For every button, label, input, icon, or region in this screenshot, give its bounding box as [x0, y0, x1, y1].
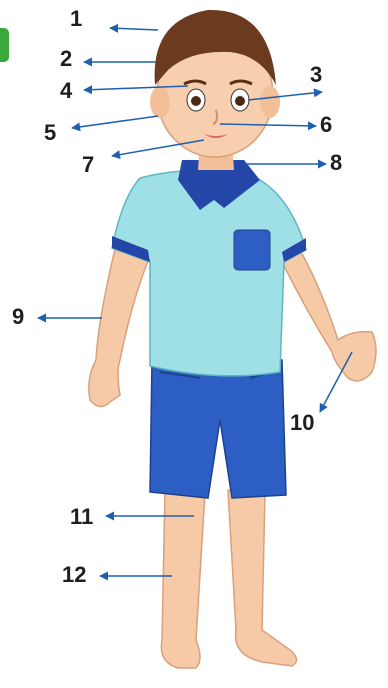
label-arm: 9	[12, 306, 24, 328]
pointer-1	[110, 28, 158, 30]
label-hand: 10	[290, 412, 314, 434]
label-eye: 3	[310, 64, 322, 86]
label-nose: 6	[320, 114, 332, 136]
label-ear: 5	[44, 122, 56, 144]
shorts	[150, 360, 286, 498]
label-eyebrow: 4	[60, 80, 72, 102]
label-knee: 11	[70, 506, 93, 528]
label-mouth: 7	[82, 154, 94, 176]
label-neck: 8	[330, 152, 342, 174]
pointer-5	[72, 116, 158, 128]
label-head: 2	[60, 48, 72, 70]
head	[150, 10, 280, 157]
label-hair: 1	[70, 8, 82, 30]
label-leg: 12	[62, 564, 86, 586]
